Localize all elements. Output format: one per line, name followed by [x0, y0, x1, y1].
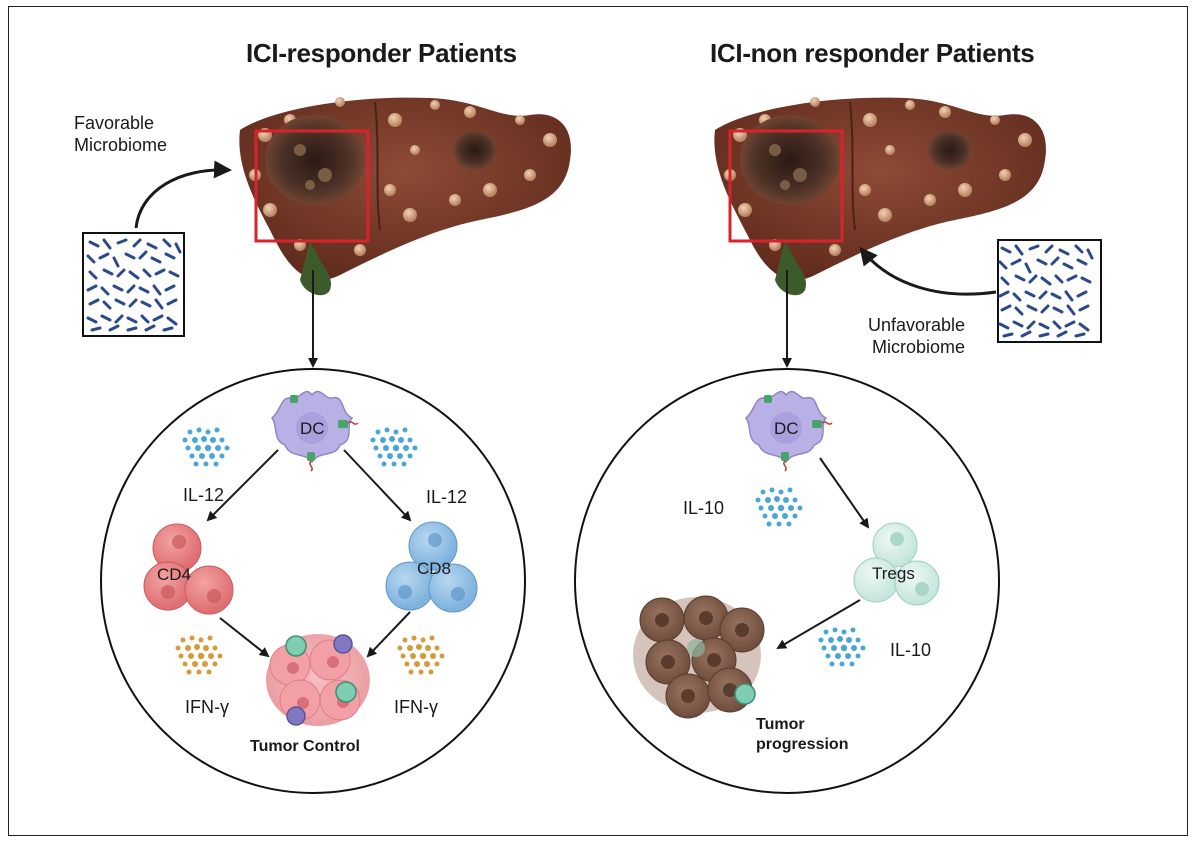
right-il10-top-label: IL-10: [683, 498, 725, 518]
left-il12-label: IL-12: [183, 485, 225, 505]
unfavorable-microbiome-label: Unfavorable Microbiome: [868, 314, 965, 358]
unfavorable-microbiome-arrow: [859, 246, 997, 296]
dc-to-cd8-arrow: [343, 449, 412, 522]
cd4-cells-icon: [143, 523, 234, 615]
favorable-label-line1: Favorable: [74, 113, 155, 133]
treg-label: Tregs: [872, 564, 915, 583]
left-liver: [238, 96, 572, 297]
right-panel-title: ICI-non responder Patients: [710, 38, 1035, 68]
dc-to-treg-arrow: [819, 457, 870, 529]
right-dc-label: DC: [774, 419, 799, 438]
treg-cells-icon: [853, 522, 940, 606]
tumor-progression-line2: progression: [756, 736, 849, 753]
right-il12-label: IL-12: [426, 487, 468, 507]
tumor-progression-label: Tumor progression: [756, 715, 848, 755]
tumor-progression-line1: Tumor: [756, 716, 805, 733]
right-il10-bottom-label: IL-10: [890, 640, 932, 660]
favorable-microbiome-icon: [82, 232, 185, 337]
favorable-label-line2: Microbiome: [74, 135, 168, 155]
tumor-progression-icon: [633, 595, 765, 719]
left-immune-circle: [100, 368, 526, 794]
cd8-label: CD8: [417, 559, 452, 578]
cd8-to-tumor-arrow: [366, 611, 411, 658]
dc-to-cd4-arrow: [206, 449, 279, 522]
left-dc-cell-icon: [270, 390, 359, 472]
left-highlight-box: [254, 129, 370, 243]
right-highlight-box: [728, 129, 844, 243]
right-ifn-label: IFN-γ: [394, 697, 438, 717]
unfavorable-microbiome-icon: [997, 239, 1102, 343]
right-dc-cell-icon: [744, 390, 833, 472]
treg-to-tumor-arrow: [776, 599, 861, 650]
unfavorable-label-line1: Unfavorable: [868, 315, 966, 335]
tumor-control-icon: [266, 634, 370, 726]
tumor-control-label: Tumor Control: [250, 738, 360, 755]
figure-frame: [8, 6, 1188, 836]
left-ifn-label: IFN-γ: [185, 697, 229, 717]
cd4-label: CD4: [157, 565, 192, 584]
cd8-cells-icon: [385, 521, 478, 613]
favorable-microbiome-arrow: [134, 160, 232, 229]
unfavorable-label-line2: Microbiome: [872, 337, 966, 357]
favorable-microbiome-label: Favorable Microbiome: [74, 112, 167, 156]
left-dc-label: DC: [300, 419, 325, 438]
right-liver: [713, 96, 1047, 297]
cd4-to-tumor-arrow: [219, 617, 270, 658]
left-panel-title: ICI-responder Patients: [246, 38, 517, 68]
